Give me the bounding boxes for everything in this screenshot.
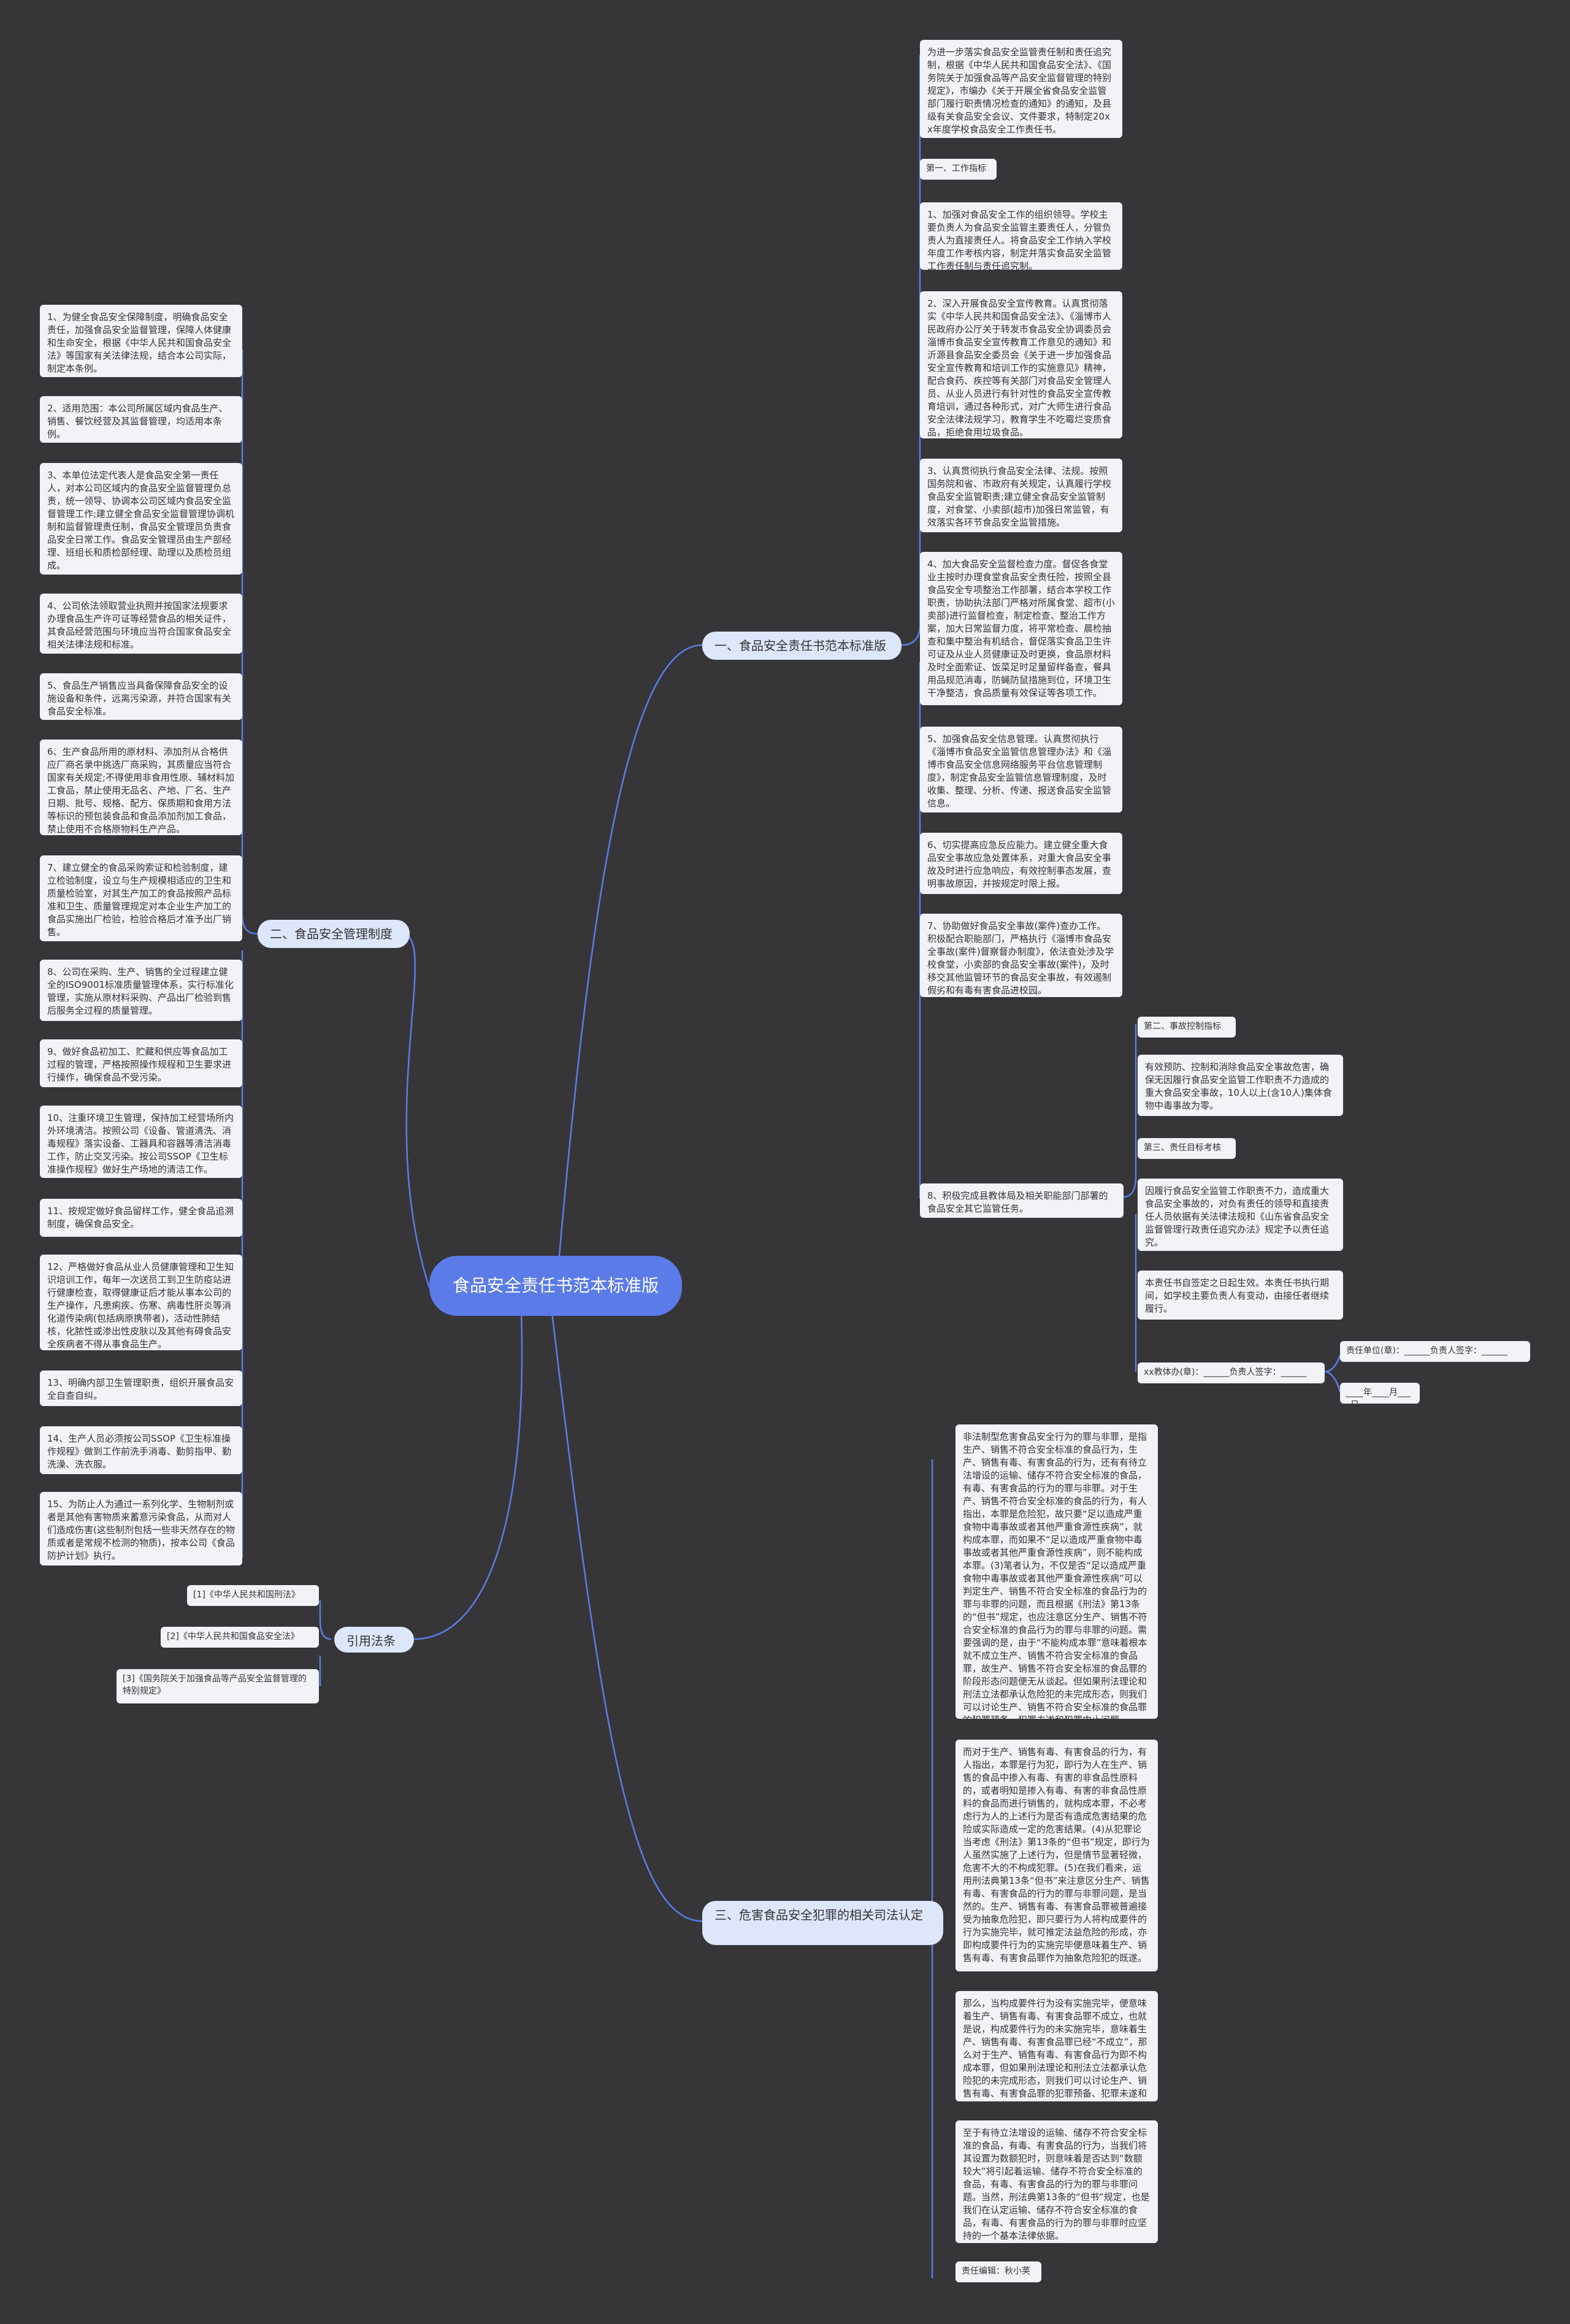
- b1-intro[interactable]: 为进一步落实食品安全监管责任制和责任追究制，根据《中华人民共和国食品安全法》、《…: [920, 40, 1122, 138]
- b2-item-15[interactable]: 15、为防止人为通过一系列化学、生物制剂或者是其他有害物质来蓄意污染食品，从而对…: [40, 1492, 242, 1565]
- root-node[interactable]: 食品安全责任书范本标准版: [429, 1256, 682, 1316]
- spine-b2: [241, 350, 258, 1558]
- b1-item-4[interactable]: 4、加大食品安全监督检查力度。督促各食堂业主按时办理食堂食品安全责任险，按照全县…: [920, 552, 1122, 705]
- b2-item-10[interactable]: 10、注重环境卫生管理，保持加工经营场所内外环境清洁。按照公司《设备、管道清洗、…: [40, 1106, 242, 1178]
- b3-para-4[interactable]: 至于有待立法增设的运输、储存不符合安全标准的食品，有毒、有害食品的行为，当我们将…: [955, 2120, 1158, 2243]
- b2-item-3[interactable]: 3、本单位法定代表人是食品安全第一责任人，对本公司区域内的食品安全监督管理负总责…: [40, 463, 242, 575]
- b1-item-3[interactable]: 3、认真贯彻执行食品安全法律、法规。按照国务院和省、市政府有关规定，认真履行学校…: [920, 459, 1122, 532]
- b2-item-11[interactable]: 11、按规定做好食品留样工作，健全食品追溯制度，确保食品安全。: [40, 1199, 242, 1237]
- b1-item-7[interactable]: 7、协助做好食品安全事故(案件)查办工作。积极配合职能部门，严格执行《淄博市食品…: [920, 914, 1122, 997]
- branch-cited-laws[interactable]: 引用法条: [334, 1627, 414, 1653]
- spine-b3: [931, 1459, 944, 2278]
- b2-item-13[interactable]: 13、明确内部卫生管理职责，组织开展食品安全自查自纠。: [40, 1370, 242, 1406]
- b1-sign-date[interactable]: ____年____月____日: [1340, 1383, 1420, 1404]
- b2-item-5[interactable]: 5、食品生产销售应当具备保障食品安全的设施设备和条件，远离污染源，并符合国家有关…: [40, 673, 242, 720]
- spine-b4: [319, 1600, 332, 1686]
- b3-para-2[interactable]: 而对于生产、销售有毒、有害食品的行为，有人指出，本罪是行为犯，即行为人在生产、销…: [955, 1740, 1158, 1971]
- b2-item-1[interactable]: 1、为健全食品安全保障制度，明确食品安全责任，加强食品安全监督管理，保障人体健康…: [40, 305, 242, 377]
- branch-judicial-determination[interactable]: 三、危害食品安全犯罪的相关司法认定: [702, 1901, 943, 1945]
- b4-ref-3[interactable]: [3]《国务院关于加强食品等产品安全监督管理的特别规定》: [117, 1669, 319, 1703]
- b1-item-1[interactable]: 1、加强对食品安全工作的组织领导。学校主要负责人为食品安全监管主要责任人，分管负…: [920, 202, 1122, 270]
- b1-section-work-targets[interactable]: 第一、工作指标: [920, 159, 997, 180]
- b1-assessment-body-1[interactable]: 因履行食品安全监管工作职责不力，造成重大食品安全事故的，对负有责任的领导和直接责…: [1138, 1179, 1343, 1251]
- b1-item-8[interactable]: 8、积极完成县教体局及相关职能部门部署的食品安全其它监管任务。: [920, 1183, 1124, 1218]
- branch-responsibility-template[interactable]: 一、食品安全责任书范本标准版: [702, 632, 902, 660]
- b2-item-7[interactable]: 7、建立健全的食品采购索证和检验制度，建立检验制度，设立与生产规模相适应的卫生和…: [40, 855, 242, 941]
- b1-item-5[interactable]: 5、加强食品安全信息管理。认真贯彻执行《淄博市食品安全监管信息管理办法》和《淄博…: [920, 727, 1122, 812]
- b4-ref-1[interactable]: [1]《中华人民共和国刑法》: [187, 1585, 319, 1606]
- b3-para-1[interactable]: 非法制型危害食品安全行为的罪与非罪，是指生产、销售不符合安全标准的食品行为，生产…: [955, 1424, 1158, 1719]
- b1-section-accident-control[interactable]: 第二、事故控制指标: [1138, 1017, 1236, 1038]
- b3-para-3[interactable]: 那么，当构成要件行为没有实施完毕，便意味着生产、销售有毒、有害食品罪不成立，也就…: [955, 1991, 1158, 2101]
- b1-assessment-body-2[interactable]: 本责任书自签定之日起生效。本责任书执行期间，如学校主要负责人有变动，由接任者继续…: [1138, 1271, 1343, 1320]
- spine-b1: [901, 55, 921, 1199]
- link-root-b1: [557, 644, 703, 1270]
- b1-item-6[interactable]: 6、切实提高应急反应能力。建立健全重大食品安全事故应急处置体系，对重大食品安全事…: [920, 833, 1122, 894]
- b1-accident-control-body[interactable]: 有效预防、控制和消除食品安全事故危害，确保无因履行食品安全监管工作职责不力造成的…: [1138, 1055, 1343, 1116]
- b2-item-6[interactable]: 6、生产食品所用的原材料、添加剂从合格供应厂商名录中挑选厂商采购，其质量应当符合…: [40, 740, 242, 835]
- b2-item-4[interactable]: 4、公司依法领取营业执照并按国家法规要求办理食品生产许可证等经营食品的相关证件，…: [40, 594, 242, 654]
- b2-item-2[interactable]: 2、适用范围：本公司所属区域内食品生产、销售、餐饮经营及其监督管理，均适用本条例…: [40, 396, 242, 443]
- link-root-b2: [401, 933, 431, 1288]
- connector-sign: [1324, 1355, 1341, 1393]
- b2-item-8[interactable]: 8、公司在采购、生产、销售的全过程建立健全的ISO9001标准质量管理体系，实行…: [40, 960, 242, 1021]
- branch-safety-management[interactable]: 二、食品安全管理制度: [258, 920, 410, 948]
- link-root-b3: [551, 1312, 703, 1922]
- b2-item-12[interactable]: 12、严格做好食品从业人员健康管理和卫生知识培训工作，每年一次送员工到卫生防疫站…: [40, 1255, 242, 1350]
- b2-item-14[interactable]: 14、生产人员必须按公司SSOP《卫生标准操作规程》做到工作前洗手消毒、勤剪指甲…: [40, 1426, 242, 1474]
- b1-section-assessment[interactable]: 第三、责任目标考核: [1138, 1138, 1236, 1159]
- spine-b1-item8: [1123, 1024, 1137, 1372]
- b1-sign-left[interactable]: xx教体办(章)：______负责人签字：______: [1138, 1363, 1325, 1383]
- b1-sign-right[interactable]: 责任单位(章)：______负责人签字：______: [1340, 1341, 1530, 1362]
- b4-ref-2[interactable]: [2]《中华人民共和国食品安全法》: [161, 1627, 319, 1648]
- b2-item-9[interactable]: 9、做好食品初加工、贮藏和供应等食品加工过程的管理，严格按照操作规程和卫生要求进…: [40, 1039, 242, 1087]
- link-root-b4: [413, 1312, 523, 1640]
- b3-editor[interactable]: 责任编辑：秋小荚: [955, 2261, 1041, 2282]
- b1-item-2[interactable]: 2、深入开展食品安全宣传教育。认真贯彻落实《中华人民共和国食品安全法》、《淄博市…: [920, 291, 1122, 438]
